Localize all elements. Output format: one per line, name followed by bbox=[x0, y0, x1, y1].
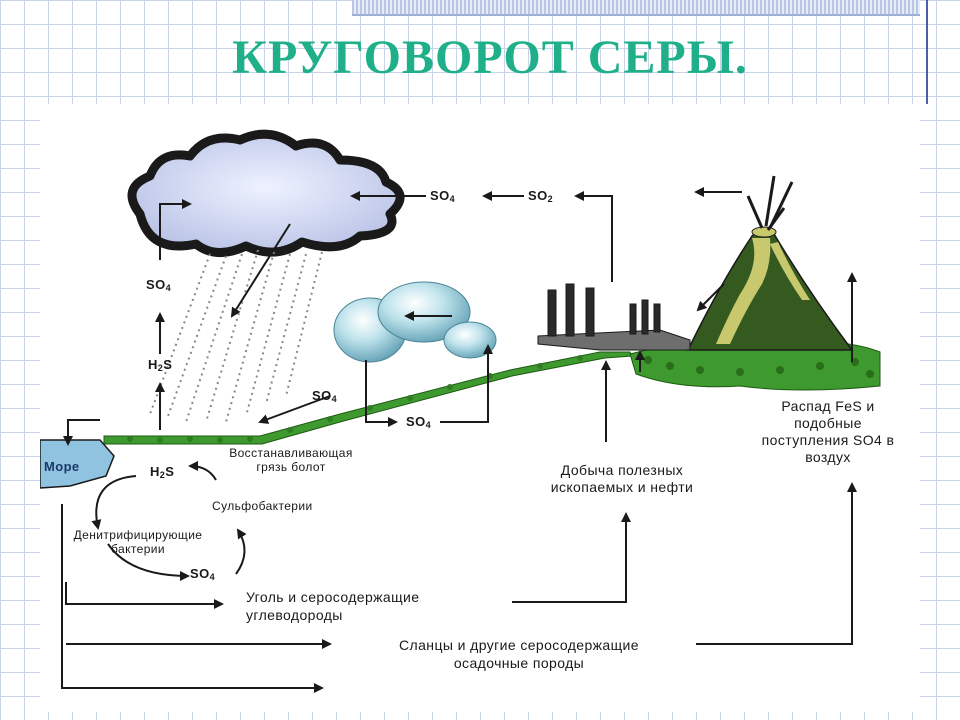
grass-texture bbox=[127, 355, 583, 443]
rain-streaks bbox=[149, 249, 323, 423]
coal-label: Уголь и серосодержащие углеводороды bbox=[246, 589, 420, 623]
so4-label-bottom: SO4 bbox=[190, 566, 215, 582]
swamp-label: Восстанавливающая грязь болот bbox=[229, 446, 353, 474]
sulfobacteria-label: Сульфобактерии bbox=[212, 499, 313, 513]
top-decoration-strip bbox=[352, 0, 920, 16]
so4-label-lake: SO4 bbox=[406, 414, 431, 430]
flow-arrows bbox=[61, 187, 857, 693]
eruption-spikes bbox=[746, 175, 794, 231]
h2s-label-upper: H2S bbox=[148, 357, 173, 373]
sulfur-cycle-diagram: SO4 SO2 SO4 H2S SO4 SO4 H2S SO4 Море Вос… bbox=[40, 104, 920, 712]
shale-label: Сланцы и другие серосодержащие осадочные… bbox=[399, 637, 639, 671]
so4-label-left: SO4 bbox=[146, 277, 171, 293]
volcano-crater bbox=[751, 226, 777, 238]
denitrifying-bacteria-label: Денитрифицирующие бактерии bbox=[73, 528, 203, 556]
diagram-graphics bbox=[40, 129, 881, 693]
h2s-label-lower: H2S bbox=[150, 464, 175, 480]
sea bbox=[40, 439, 115, 489]
top-decoration-line bbox=[926, 0, 928, 104]
sea-label: Море bbox=[44, 459, 80, 474]
rain-cloud bbox=[127, 129, 405, 257]
so4-label-top: SO4 bbox=[430, 188, 455, 204]
water-droplets bbox=[333, 281, 497, 363]
so4-label-mid: SO4 bbox=[312, 388, 337, 404]
page-title: КРУГОВОРОТ СЕРЫ. bbox=[232, 31, 748, 84]
so2-label-top: SO2 bbox=[528, 188, 553, 204]
mining-label: Добыча полезных ископаемых и нефти bbox=[550, 462, 694, 495]
volcano-lava-streak bbox=[716, 238, 771, 344]
factory bbox=[537, 283, 691, 351]
fes-decay-label: Распад FeS и подобные поступления SO4 в … bbox=[761, 398, 895, 465]
ground-slope bbox=[103, 351, 633, 445]
